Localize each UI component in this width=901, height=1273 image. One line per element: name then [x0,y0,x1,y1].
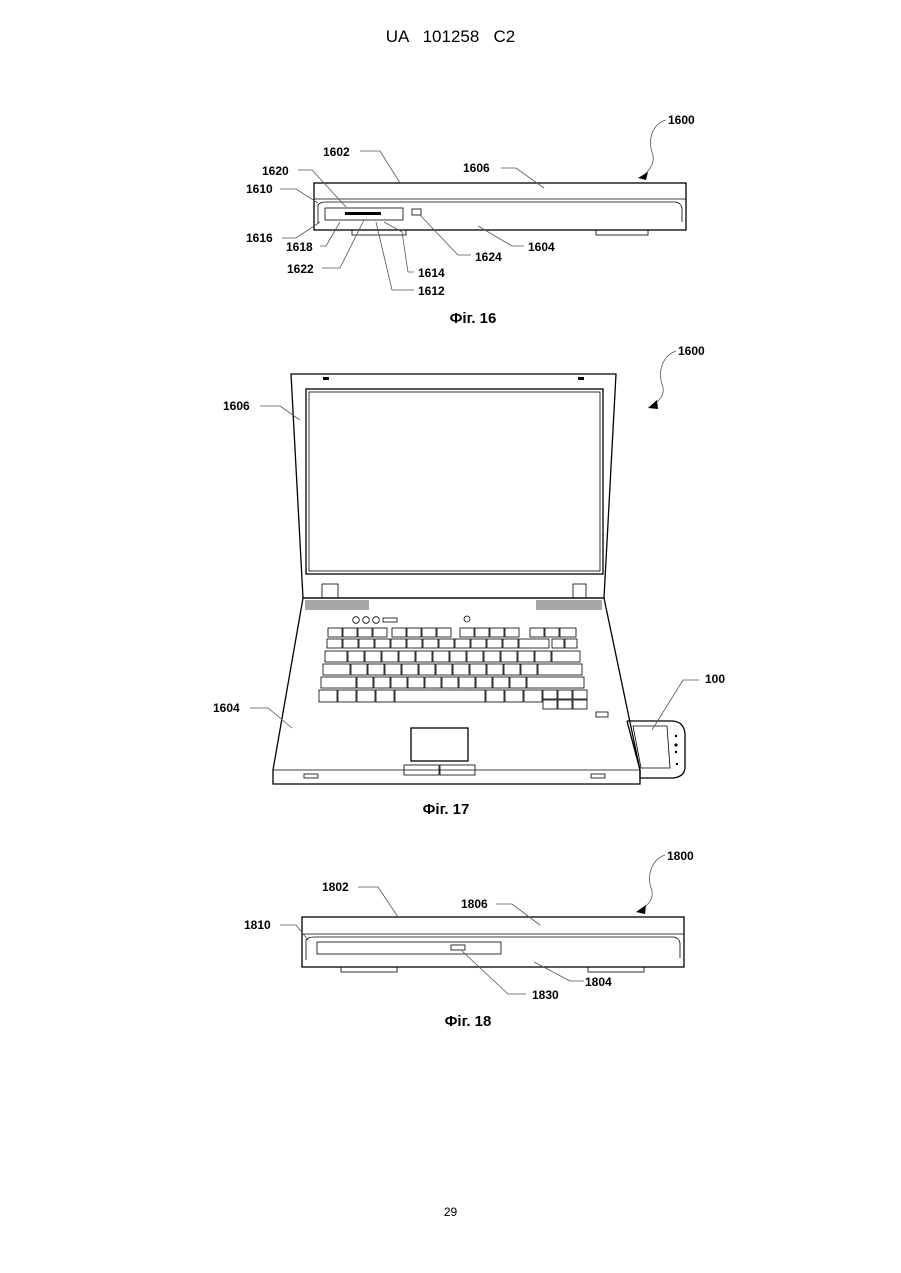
label-100: 100 [705,672,725,686]
label-1624: 1624 [475,250,502,264]
label-1614: 1614 [418,266,445,280]
figure-17-caption: Фіг. 17 [423,801,470,818]
keyboard [319,628,587,709]
label-1804: 1804 [585,975,612,989]
label-1802: 1802 [322,880,349,894]
arrow-head-icon [638,172,648,180]
label-1830: 1830 [532,988,559,1002]
laptop-screen [306,389,603,574]
label-1600: 1600 [668,113,695,127]
label-1602: 1602 [323,145,350,159]
label-1622: 1622 [287,262,314,276]
arrow-head-icon [636,905,646,914]
figure-18: 1800 1802 1806 1810 1830 1804 Фіг. 18 [244,849,694,1030]
figure-16: 1600 1602 1606 1620 1610 1616 1618 1622 … [246,113,695,327]
label-1610: 1610 [246,182,273,196]
laptop-lid [291,374,616,598]
label-1606: 1606 [463,161,490,175]
figure-18-caption: Фіг. 18 [445,1013,492,1030]
label-1600: 1600 [678,344,705,358]
label-1606: 1606 [223,399,250,413]
label-1612: 1612 [418,284,445,298]
page-number: 29 [0,1205,901,1219]
label-1618: 1618 [286,240,313,254]
touchpad [411,728,468,761]
label-1810: 1810 [244,918,271,932]
label-1604: 1604 [213,701,240,715]
figure-16-caption: Фіг. 16 [450,310,497,327]
arrow-head-icon [648,400,658,409]
optical-drive-slot [317,942,501,954]
label-1806: 1806 [461,897,488,911]
figure-17: 1600 1606 1604 100 Фіг. 17 [213,344,725,818]
label-1604: 1604 [528,240,555,254]
label-1616: 1616 [246,231,273,245]
closed-laptop-outline [314,183,686,230]
label-1800: 1800 [667,849,694,863]
label-1620: 1620 [262,164,289,178]
